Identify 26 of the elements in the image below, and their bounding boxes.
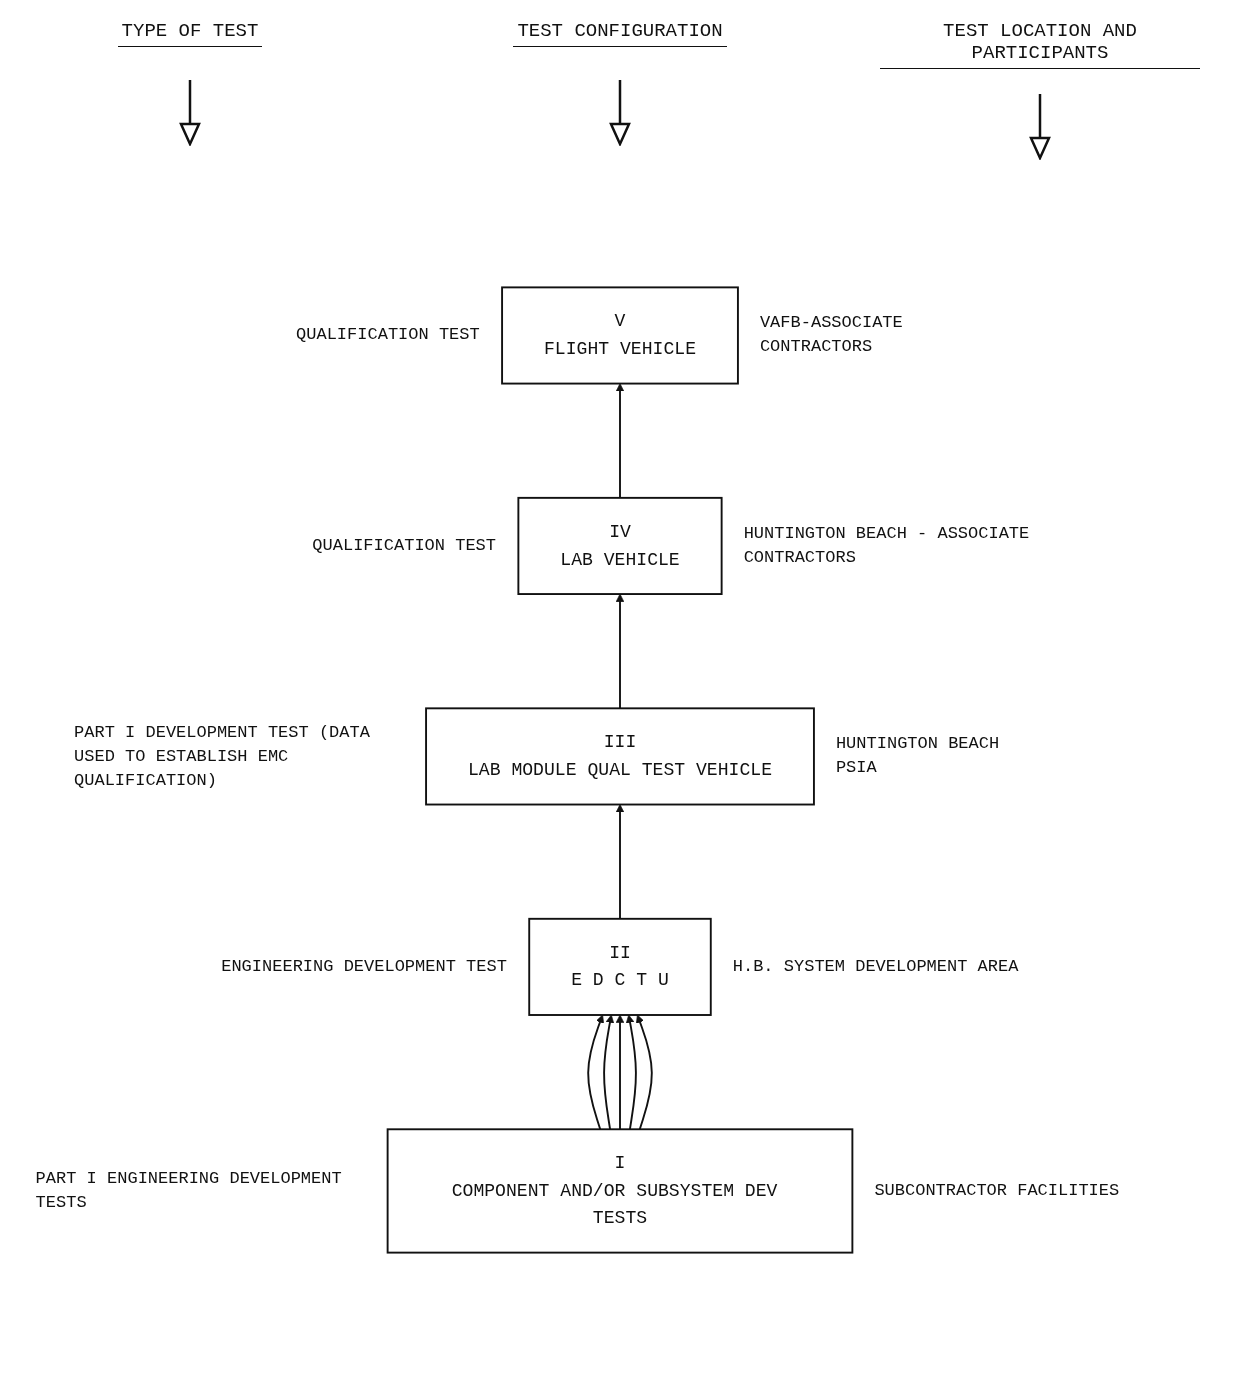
- column-header: TEST CONFIGURATION: [513, 20, 727, 47]
- test-type-text: PART I DEVELOPMENT TEST (DATA USED TO ESTABLISH EMC QUALIFICATION): [74, 721, 371, 792]
- node-box: I COMPONENT AND/OR SUBSYSTEM DEV TESTS: [386, 1128, 854, 1254]
- test-type-text: QUALIFICATION TEST: [312, 534, 497, 557]
- test-location-text: SUBCONTRACTOR FACILITIES: [874, 1179, 1120, 1202]
- node-box: V FLIGHT VEHICLE: [501, 286, 739, 385]
- arrow: [636, 1014, 653, 1131]
- test-location-text: VAFB-ASSOCIATE CONTRACTORS: [759, 312, 904, 359]
- test-location-text: HUNTINGTON BEACH PSIA: [835, 733, 1001, 780]
- node-box: IV LAB VEHICLE: [517, 496, 723, 595]
- test-type-text: ENGINEERING DEVELOPMENT TEST: [221, 955, 508, 978]
- column-header: TYPE OF TEST: [117, 20, 263, 47]
- arrow: [603, 1014, 615, 1131]
- test-location-text: HUNTINGTON BEACH - ASSOCIATE CONTRACTORS: [743, 522, 1031, 569]
- node-box: II E D C T U: [528, 917, 712, 1016]
- arrow: [615, 383, 625, 499]
- test-type-text: PART I ENGINEERING DEVELOPMENT TESTS: [35, 1167, 343, 1214]
- arrow: [615, 804, 625, 920]
- column-header: TEST LOCATION AND PARTICIPANTS: [880, 20, 1200, 69]
- arrow: [615, 1014, 625, 1131]
- node-box: III LAB MODULE QUAL TEST VEHICLE: [425, 707, 815, 806]
- arrow: [615, 593, 625, 710]
- test-type-text: QUALIFICATION TEST: [296, 324, 481, 347]
- arrow: [587, 1014, 604, 1131]
- arrow: [625, 1014, 637, 1131]
- test-location-text: H.B. SYSTEM DEVELOPMENT AREA: [732, 955, 1019, 978]
